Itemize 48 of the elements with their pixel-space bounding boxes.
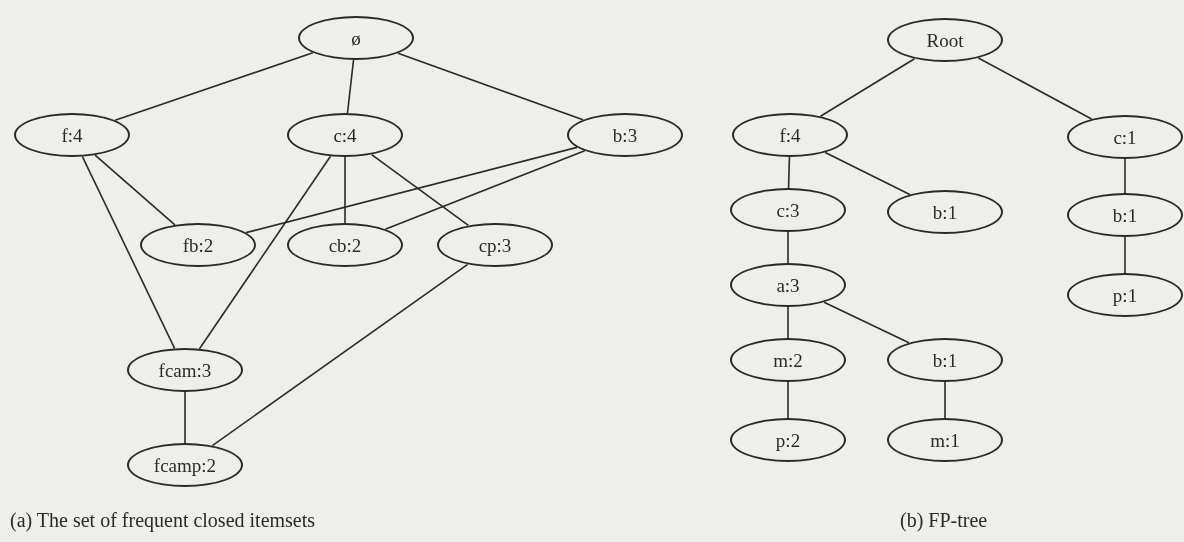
- connector-line: [397, 52, 584, 121]
- node-label: fcamp:2: [153, 455, 217, 475]
- figure-caption: (b) FP-tree: [900, 508, 988, 534]
- node-label: f:4: [779, 125, 801, 145]
- ellipse-node: [1067, 273, 1183, 317]
- node-label: cb:2: [328, 235, 362, 255]
- node-label: b:1: [932, 350, 958, 370]
- connector-line: [977, 57, 1093, 120]
- connector-line: [787, 381, 789, 419]
- node-label: m:1: [930, 430, 960, 450]
- connector-line: [198, 155, 332, 350]
- node-label: p:1: [1112, 285, 1138, 305]
- node-label: c:4: [333, 125, 357, 145]
- node-label: Root: [926, 30, 964, 50]
- ellipse-node: [1067, 193, 1183, 237]
- connector-line: [824, 151, 911, 196]
- connector-line: [384, 150, 586, 230]
- node-label: b:1: [1112, 205, 1138, 225]
- connector-line: [94, 154, 176, 226]
- node-label: c:1: [1113, 127, 1137, 147]
- connector-line: [787, 156, 791, 189]
- node-label: a:3: [776, 275, 800, 295]
- node-label: cp:3: [478, 235, 512, 255]
- ellipse-node: [567, 113, 683, 157]
- ellipse-node: [140, 223, 256, 267]
- connector-line: [944, 381, 946, 419]
- connector-line: [114, 51, 314, 122]
- connector-line: [346, 59, 355, 114]
- node-label: b:3: [612, 125, 638, 145]
- node-label: c:3: [776, 200, 800, 220]
- node-label: m:2: [773, 350, 803, 370]
- connector-line: [245, 146, 578, 234]
- connector-line: [81, 155, 176, 350]
- figure-caption: (a) The set of frequent closed itemsets: [10, 508, 316, 534]
- node-label: fb:2: [182, 235, 214, 255]
- ellipse-node: [1067, 115, 1183, 159]
- node-label: b:1: [932, 202, 958, 222]
- node-label: fcam:3: [158, 360, 212, 380]
- connector-line: [1124, 158, 1126, 194]
- node-label: p:2: [775, 430, 801, 450]
- connector-line: [1124, 236, 1126, 274]
- connector-line: [823, 301, 910, 344]
- connector-line: [787, 231, 789, 264]
- node-label: f:4: [61, 125, 83, 145]
- connector-line: [344, 156, 346, 224]
- connector-line: [184, 391, 186, 444]
- connector-line: [787, 306, 789, 339]
- node-label: ø: [351, 28, 361, 48]
